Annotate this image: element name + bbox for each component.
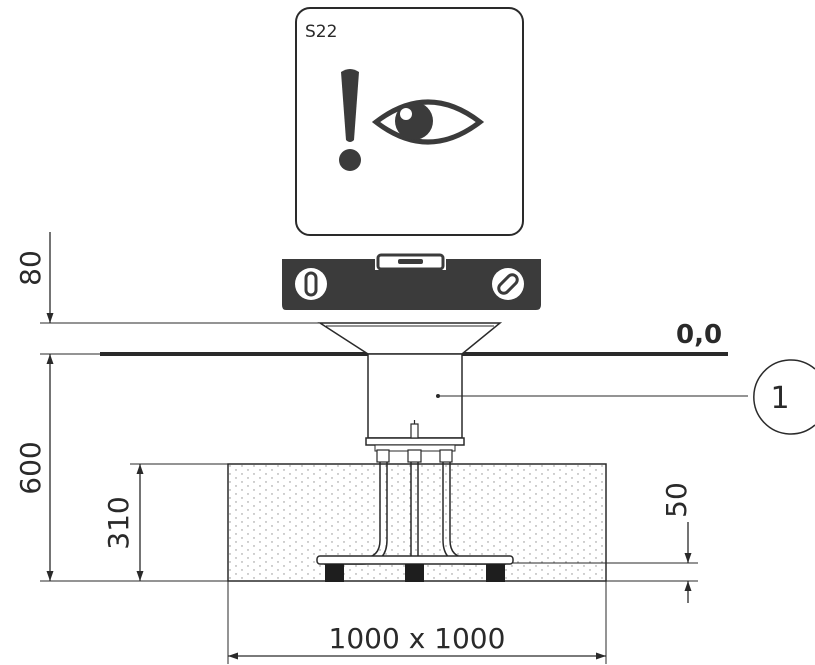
exclamation-icon xyxy=(339,69,361,171)
dimension-80: 80 xyxy=(14,232,322,355)
callout-number: 1 xyxy=(770,381,789,416)
ground-level-label: 0,0 xyxy=(676,320,722,350)
dimension-600: 600 xyxy=(14,354,228,582)
spirit-level-icon xyxy=(282,253,541,310)
eye-icon xyxy=(371,99,485,145)
dimension-50: 50 xyxy=(513,482,698,603)
dimension-80-label: 80 xyxy=(14,250,47,286)
warning-sign: S22 xyxy=(295,7,524,236)
sign-code: S22 xyxy=(305,22,337,42)
dimension-width: 1000 x 1000 xyxy=(227,581,607,664)
dimension-310-label: 310 xyxy=(102,496,135,549)
dimension-width-label: 1000 x 1000 xyxy=(329,622,506,655)
dimension-600-label: 600 xyxy=(14,441,47,494)
anchor-assembly xyxy=(316,449,514,582)
dimension-310: 310 xyxy=(102,463,228,581)
dimension-50-label: 50 xyxy=(660,482,693,518)
product-body xyxy=(317,322,503,452)
callout-1: 1 xyxy=(438,359,815,435)
